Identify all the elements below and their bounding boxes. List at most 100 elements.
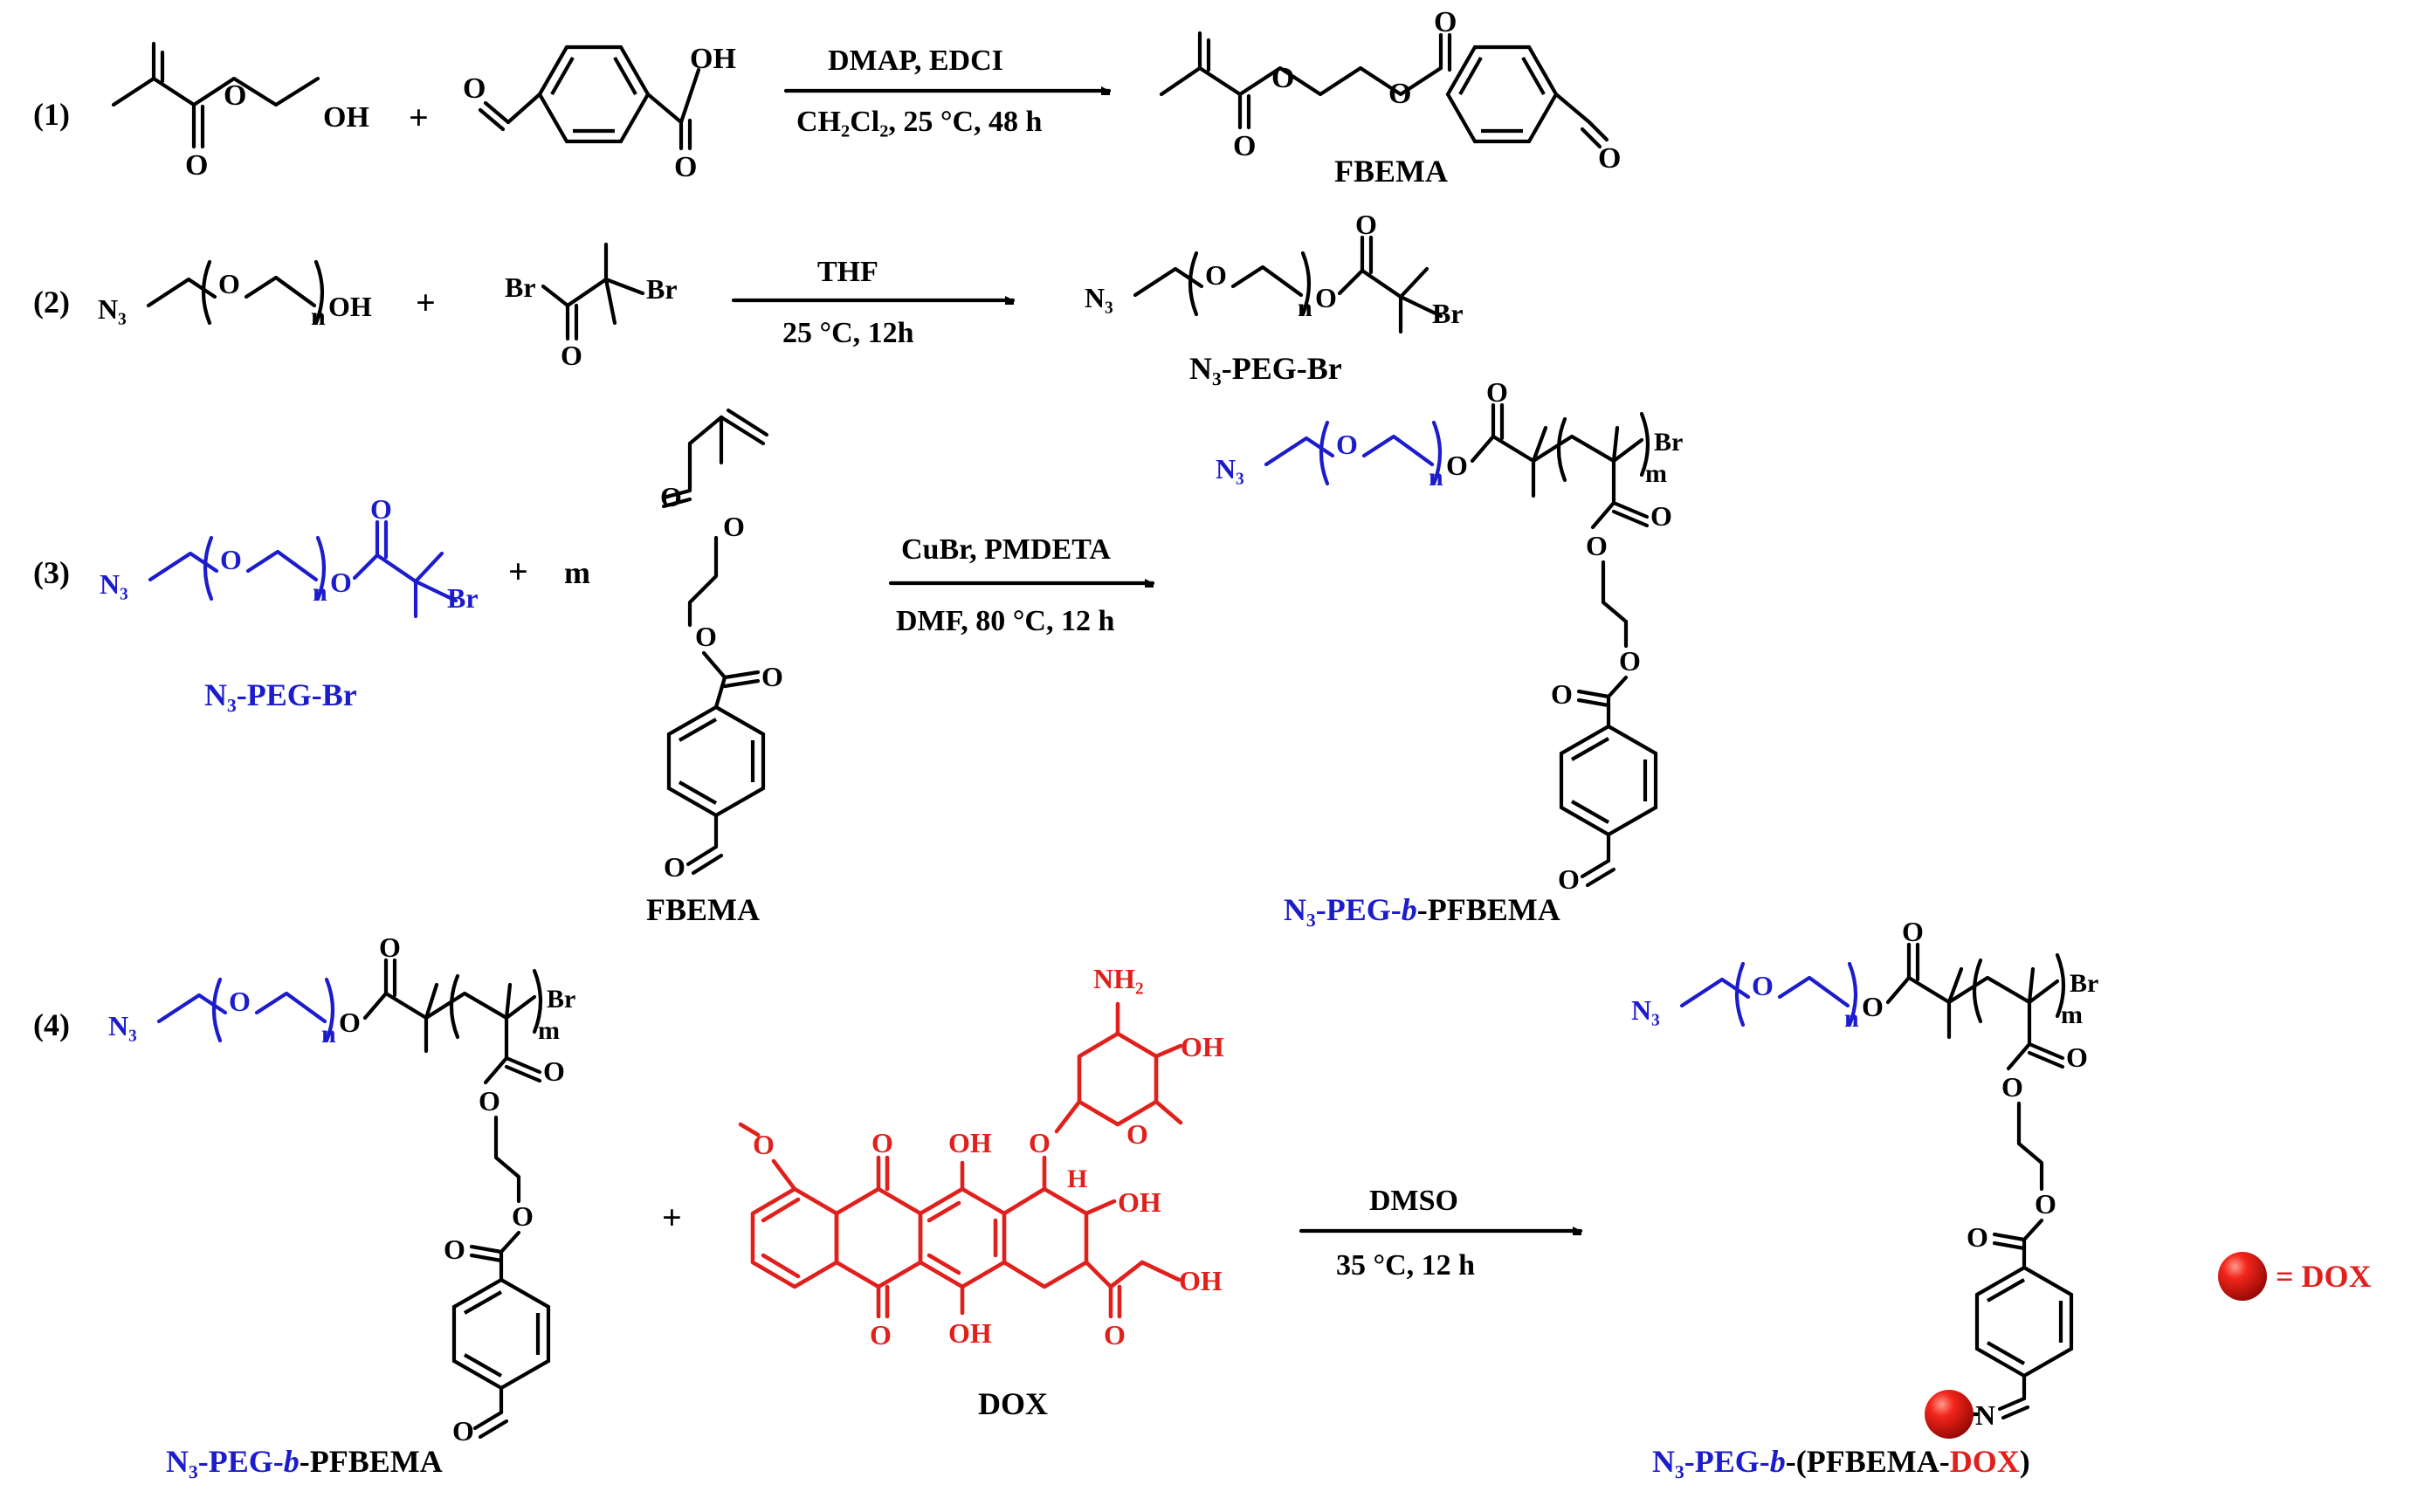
svg-text:DMSO: DMSO	[1369, 1185, 1458, 1217]
svg-text:O: O	[1434, 6, 1457, 38]
svg-text:THF: THF	[817, 256, 878, 288]
svg-text:n: n	[311, 302, 326, 331]
reactant-label: DOX	[978, 1386, 1048, 1421]
svg-text:OH: OH	[948, 1127, 992, 1158]
svg-text:O: O	[1029, 1127, 1051, 1158]
svg-text:O: O	[218, 268, 240, 299]
dox-sphere-icon	[1925, 1390, 1974, 1439]
svg-text:O: O	[452, 1415, 474, 1447]
svg-text:O: O	[664, 851, 685, 883]
svg-text:N₃: N₃	[108, 1010, 137, 1041]
svg-text:m: m	[564, 555, 590, 590]
svg-text:O: O	[2066, 1041, 2088, 1073]
svg-text:m: m	[538, 1016, 560, 1045]
n3-peg-br-reactant: N₃ O n O O Br	[100, 493, 479, 619]
svg-text:N₃: N₃	[1631, 994, 1660, 1026]
svg-text:n: n	[1429, 463, 1443, 491]
svg-text:n: n	[321, 1020, 336, 1048]
product-label: N₃-PEG-b-PFBEMA	[1284, 892, 1560, 927]
svg-text:Br: Br	[1654, 428, 1683, 457]
hema-molecule: O O OH	[111, 41, 369, 182]
svg-text:O: O	[185, 149, 208, 182]
dox-sphere-icon	[2218, 1252, 2267, 1301]
svg-text:O: O	[1104, 1319, 1126, 1350]
svg-text:O: O	[224, 79, 246, 112]
svg-text:O: O	[1619, 645, 1641, 677]
svg-text:O: O	[1271, 62, 1294, 94]
svg-text:O: O	[1598, 142, 1621, 175]
svg-text:N: N	[1975, 1399, 1995, 1431]
svg-text:DMAP, EDCI: DMAP, EDCI	[828, 45, 1003, 77]
reactant-label: FBEMA	[646, 892, 760, 927]
svg-text:35 °C, 12 h: 35 °C, 12 h	[1336, 1249, 1475, 1282]
product-label: N₃-PEG-Br	[1189, 351, 1342, 386]
svg-text:O: O	[723, 511, 745, 542]
svg-text:25 °C, 12h: 25 °C, 12h	[782, 317, 914, 349]
svg-text:DMF, 80 °C, 12 h: DMF, 80 °C, 12 h	[896, 605, 1114, 637]
svg-text:O: O	[543, 1055, 565, 1087]
svg-text:O: O	[1315, 282, 1337, 313]
svg-text:O: O	[444, 1234, 465, 1265]
svg-text:n: n	[313, 578, 327, 607]
bromoisobutyryl-bromide-molecule: Br O Br	[505, 242, 678, 371]
n3-peg-b-pfbema-polymer: N₃ O n O O Br m O O O	[1216, 376, 1683, 895]
svg-text:(4): (4)	[33, 1007, 70, 1042]
svg-text:NH₂: NH₂	[1093, 963, 1144, 994]
svg-text:O: O	[330, 567, 352, 598]
svg-text:m: m	[1645, 459, 1667, 488]
svg-text:O: O	[1862, 991, 1884, 1022]
svg-text:+: +	[416, 283, 436, 322]
azido-peg-oh-molecule: N₃ O n OH	[98, 259, 372, 331]
svg-text:H: H	[1067, 1165, 1087, 1193]
svg-text:OH: OH	[690, 43, 736, 75]
svg-text:OH: OH	[1181, 1031, 1224, 1062]
svg-text:(2): (2)	[33, 285, 70, 320]
svg-text:O: O	[370, 493, 392, 525]
svg-text:N₃-PEG-b-PFBEMA: N₃-PEG-b-PFBEMA	[1284, 892, 1560, 927]
svg-text:N₃: N₃	[1085, 282, 1113, 313]
svg-text:+: +	[662, 1198, 682, 1237]
svg-text:n: n	[1298, 293, 1312, 322]
svg-text:N₃: N₃	[1216, 453, 1244, 485]
svg-text:O: O	[1902, 916, 1924, 947]
svg-text:O: O	[1355, 209, 1377, 240]
svg-text:O: O	[220, 544, 242, 575]
svg-text:Br: Br	[547, 985, 575, 1014]
reactant-label: N₃-PEG-b-PFBEMA	[166, 1444, 443, 1479]
svg-text:O: O	[1205, 259, 1227, 291]
svg-text:(3): (3)	[33, 555, 70, 590]
svg-text:O: O	[1233, 130, 1256, 162]
svg-text:O: O	[871, 1127, 893, 1158]
svg-text:Br: Br	[447, 582, 479, 614]
svg-text:O: O	[512, 1200, 534, 1232]
svg-text:O: O	[1388, 78, 1411, 110]
svg-text:O: O	[1650, 500, 1672, 532]
product-label: N₃-PEG-b-(PFBEMA-DOX)	[1652, 1444, 2030, 1479]
formylbenzoic-acid-molecule: O O OH	[463, 43, 736, 183]
svg-text:O: O	[379, 931, 401, 963]
fbema-monomer-vertical: O O O O O	[660, 408, 783, 883]
n3-peg-br-molecule: N₃ O n O O Br	[1085, 209, 1464, 334]
svg-text:O: O	[674, 151, 697, 183]
svg-text:O: O	[1446, 450, 1468, 481]
svg-text:OH: OH	[1118, 1186, 1161, 1218]
svg-text:O: O	[2001, 1071, 2023, 1103]
step-4: (4) N₃ O n O O Br m O O O	[33, 916, 2372, 1479]
svg-text:OH: OH	[323, 101, 369, 134]
svg-text:+: +	[409, 98, 429, 137]
svg-text:O: O	[695, 621, 717, 652]
svg-text:CuBr, PMDETA: CuBr, PMDETA	[901, 533, 1111, 566]
svg-text:O: O	[1336, 429, 1358, 460]
svg-text:O: O	[1486, 376, 1508, 408]
svg-text:O: O	[561, 340, 582, 371]
svg-text:O: O	[870, 1319, 892, 1350]
svg-text:O: O	[1752, 970, 1774, 1001]
svg-text:N₃: N₃	[98, 293, 127, 325]
step-3: (3) N₃ O n O O Br N₃-PEG-Br + m O	[33, 376, 1683, 927]
svg-text:Br: Br	[505, 271, 536, 303]
legend-label: = DOX	[2276, 1259, 2372, 1294]
fbema-molecule: O O O O O	[1159, 6, 1621, 175]
svg-text:O: O	[479, 1085, 500, 1117]
svg-text:O: O	[1126, 1118, 1148, 1150]
